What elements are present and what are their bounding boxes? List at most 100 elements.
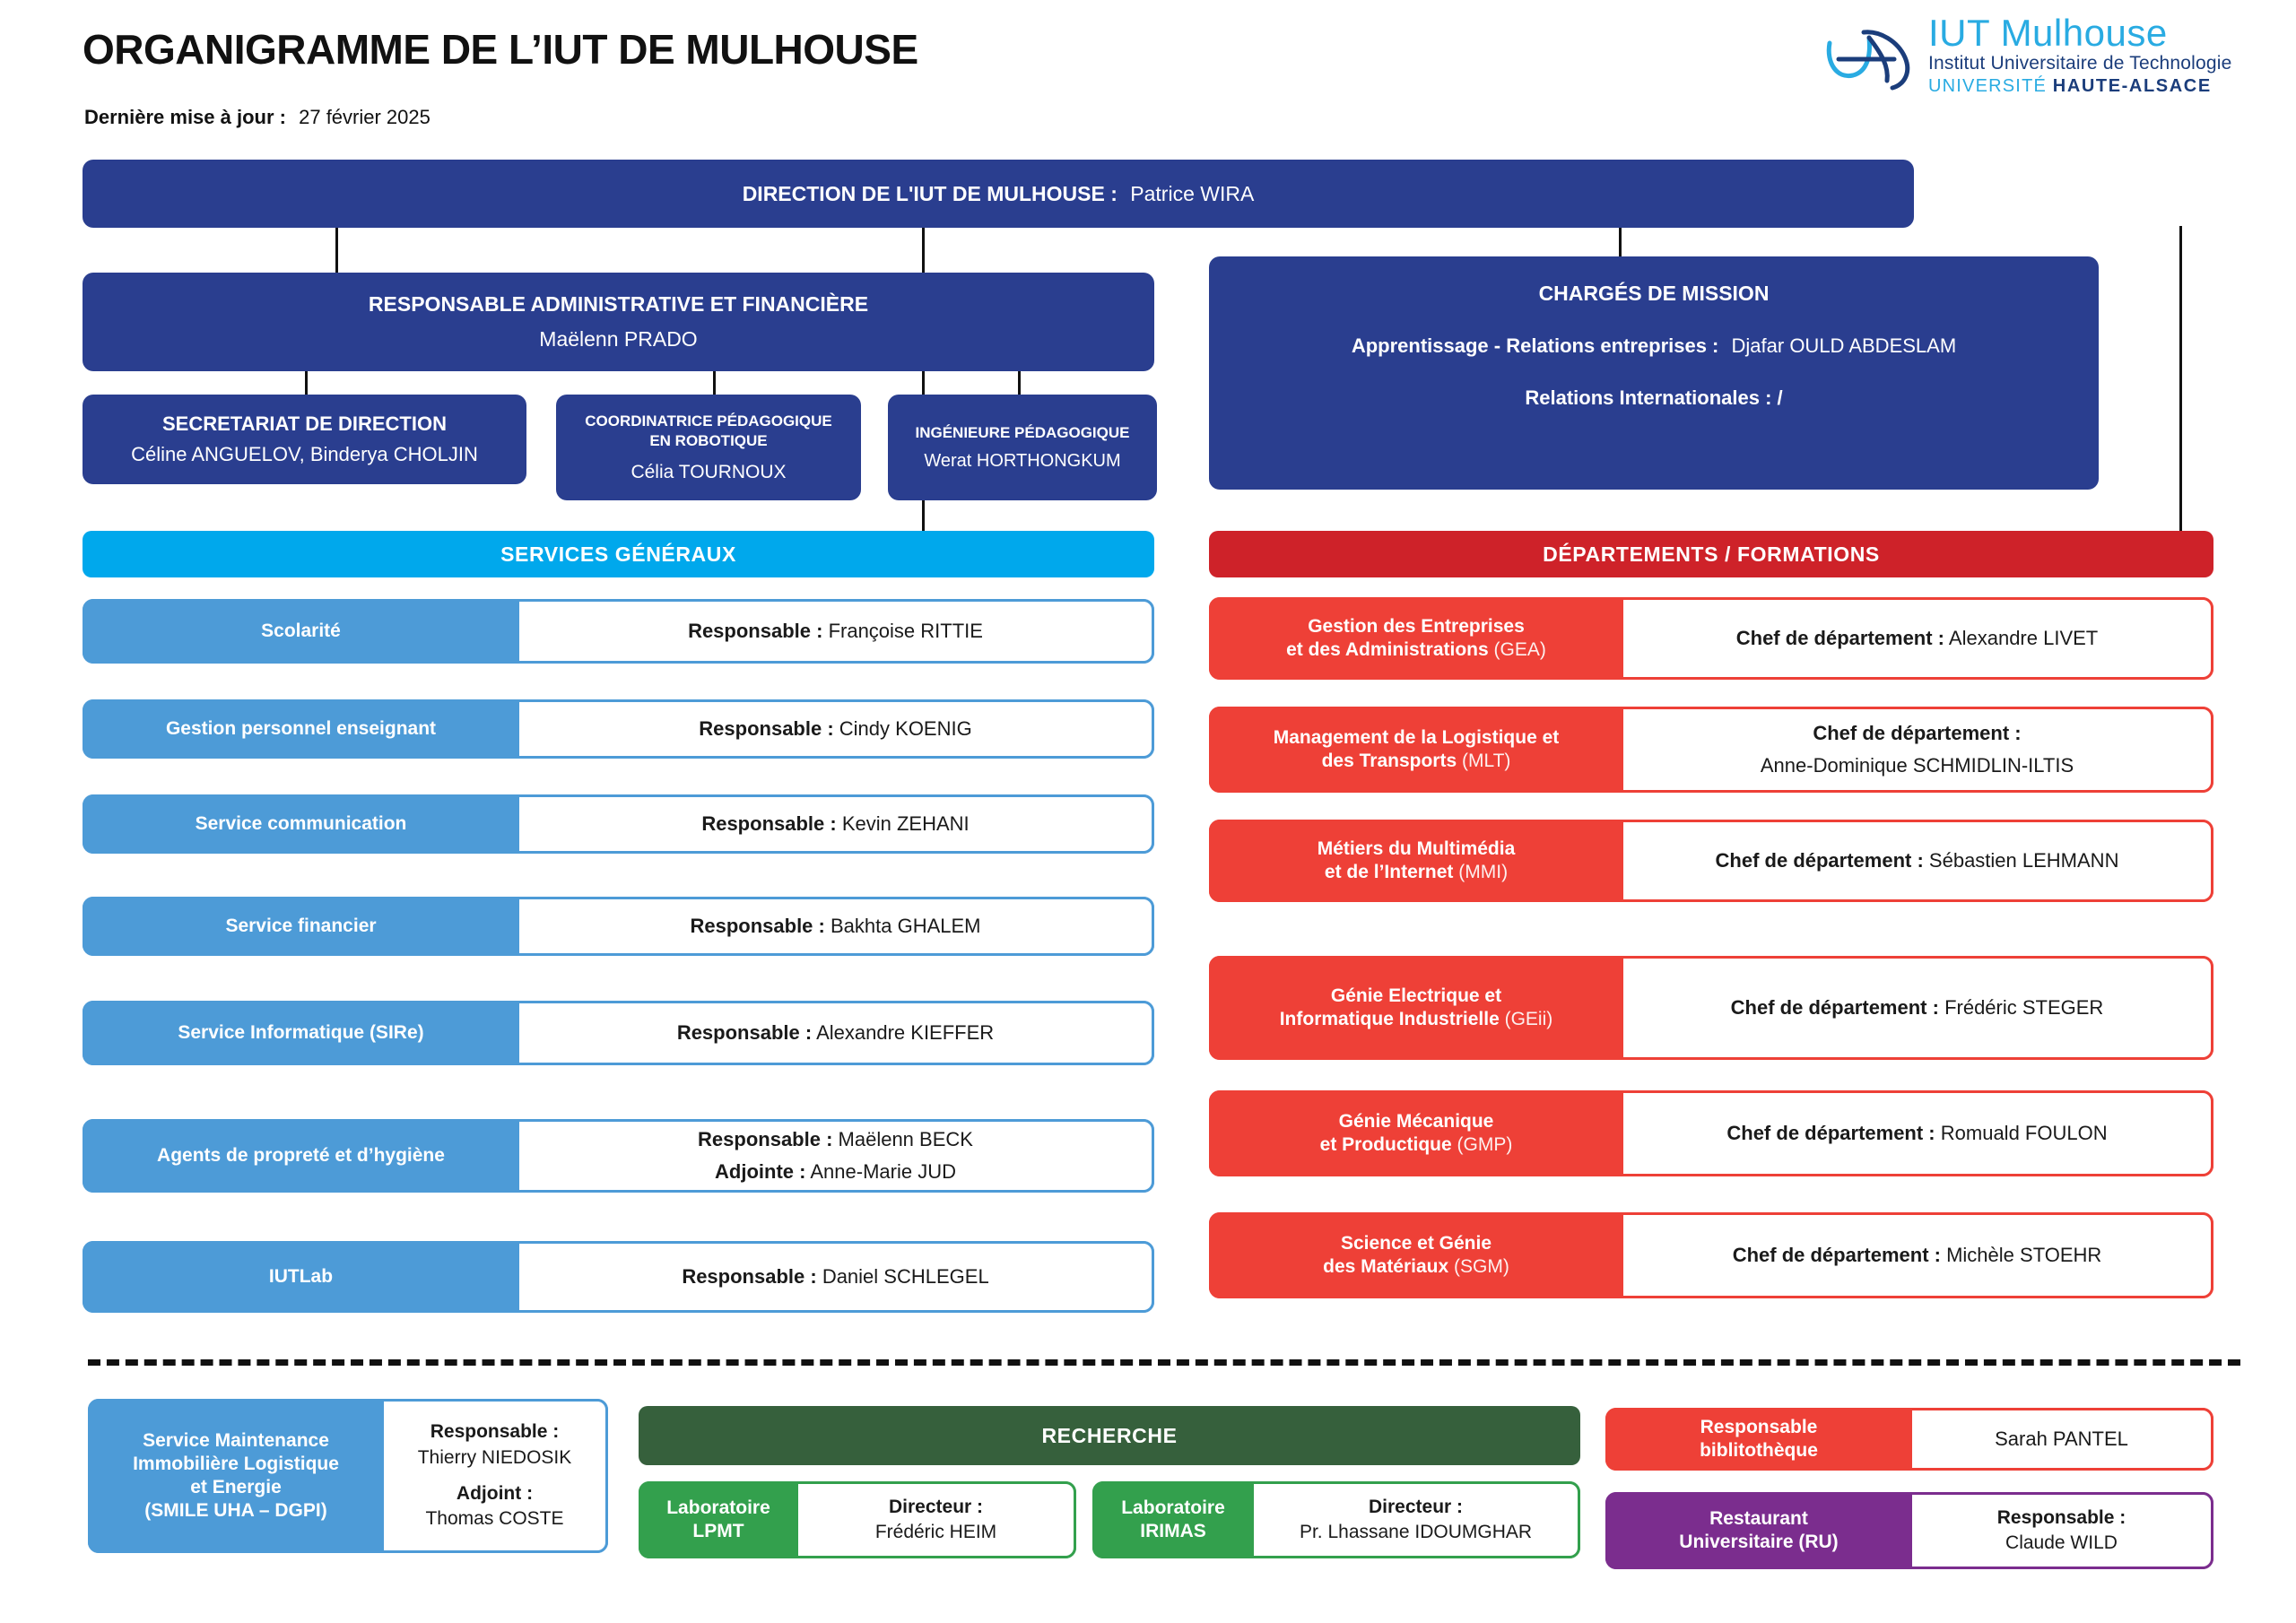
service-person-2: Anne-Marie JUD [810,1160,956,1183]
connector-raf-to-services [922,226,925,531]
service-person: Cindy KOENIG [839,717,972,741]
coordinatrice-title: COORDINATRICE PÉDAGOGIQUE EN ROBOTIQUE [585,412,832,449]
department-value: Chef de département : Frédéric STEGER [1623,956,2213,1060]
logo: IUT Mulhouse Institut Universitaire de T… [1822,11,2271,105]
department-abbr: (GMP) [1457,1134,1513,1155]
department-role: Chef de département : [1732,1244,1941,1267]
department-name: Management de la Logistique et des Trans… [1273,726,1560,771]
service-value: Responsable : Maëlenn BECK Adjointe : An… [519,1119,1154,1193]
department-row-mmi[interactable]: Métiers du Multimédia et de l’Internet (… [1209,820,2213,902]
logo-university: UNIVERSITÉ HAUTE-ALSACE [1928,75,2274,98]
department-label: Gestion des Entreprises et des Administr… [1209,597,1623,680]
department-row-mlt[interactable]: Management de la Logistique et des Trans… [1209,707,2213,793]
service-value: Responsable : Cindy KOENIG [519,699,1154,759]
service-person: Maëlenn BECK [838,1128,973,1151]
service-person: Alexandre KIEFFER [816,1021,995,1045]
smile-role: Responsable : [430,1421,560,1443]
last-update-label: Dernière mise à jour : [84,106,286,128]
page-title: ORGANIGRAMME DE L’IUT DE MULHOUSE [83,26,918,73]
service-role: Responsable : [698,1128,833,1151]
service-value: Responsable : Kevin ZEHANI [519,794,1154,854]
department-person: Sébastien LEHMANN [1928,849,2119,872]
secretariat-title: SECRETARIAT DE DIRECTION [162,412,447,435]
department-name: Gestion des Entreprises et des Administr… [1286,615,1525,660]
logo-title: IUT Mulhouse [1928,12,2168,54]
service-role: Responsable : [688,620,823,643]
service-row-financier[interactable]: Service financier Responsable : Bakhta G… [83,897,1154,956]
department-person: Frédéric STEGER [1944,996,2104,1020]
department-abbr: (MLT) [1461,751,1511,771]
service-value: Responsable : Daniel SCHLEGEL [519,1241,1154,1313]
mission-apprentissage-label: Apprentissage - Relations entreprises : [1351,334,1719,357]
service-role-2: Adjointe : [715,1160,806,1183]
service-value: Responsable : Alexandre KIEFFER [519,1001,1154,1065]
department-row-gmp[interactable]: Génie Mécanique et Productique (GMP) Che… [1209,1090,2213,1176]
lab-label: Laboratoire LPMT [639,1481,798,1558]
department-label: Management de la Logistique et des Trans… [1209,707,1623,793]
secretariat-box: SECRETARIAT DE DIRECTION Céline ANGUELOV… [83,395,526,484]
bibliotheque-label: Responsable biblitothèque [1605,1408,1912,1471]
raf-name: Maëlenn PRADO [539,327,698,351]
service-row-communication[interactable]: Service communication Responsable : Kevi… [83,794,1154,854]
department-value: Chef de département : Sébastien LEHMANN [1623,820,2213,902]
secretariat-name: Céline ANGUELOV, Binderya CHOLJIN [131,443,478,465]
department-abbr: (GEii) [1504,1009,1553,1029]
department-role: Chef de département : [1735,627,1945,650]
department-role: Chef de département : [1813,722,2022,745]
smile-row[interactable]: Service Maintenance Immobilière Logistiq… [88,1399,608,1553]
service-label: Scolarité [83,599,519,664]
recherche-header: RECHERCHE [639,1406,1580,1465]
logo-university-light: UNIVERSITÉ [1928,76,2053,97]
coordinatrice-name: Célia TOURNOUX [631,462,787,483]
service-person: Kevin ZEHANI [841,812,970,836]
smile-value: Responsable : Thierry NIEDOSIK Adjoint :… [384,1399,608,1553]
department-label: Science et Génie des Matériaux (SGM) [1209,1212,1623,1298]
department-row-sgm[interactable]: Science et Génie des Matériaux (SGM) Che… [1209,1212,2213,1298]
service-role: Responsable : [701,812,837,836]
lab-row-lpmt[interactable]: Laboratoire LPMT Directeur : Frédéric HE… [639,1481,1076,1558]
smile-person: Thierry NIEDOSIK [417,1446,572,1468]
bibliotheque-person: Sarah PANTEL [1995,1428,2128,1451]
service-row-proprete[interactable]: Agents de propreté et d’hygiène Responsa… [83,1119,1154,1193]
service-value: Responsable : Bakhta GHALEM [519,897,1154,956]
service-row-gestion-personnel[interactable]: Gestion personnel enseignant Responsable… [83,699,1154,759]
service-role: Responsable : [676,1021,813,1045]
service-row-scolarite[interactable]: Scolarité Responsable : Françoise RITTIE [83,599,1154,664]
charges-de-mission-box: CHARGÉS DE MISSION Apprentissage - Relat… [1209,256,2099,490]
direction-box: DIRECTION DE L'IUT DE MULHOUSE : Patrice… [83,160,1914,228]
department-person: Alexandre LIVET [1948,627,2099,650]
service-row-iutlab[interactable]: IUTLab Responsable : Daniel SCHLEGEL [83,1241,1154,1313]
lab-value: Directeur : Frédéric HEIM [798,1481,1076,1558]
department-row-geii[interactable]: Génie Electrique et Informatique Industr… [1209,956,2213,1060]
service-person: Bakhta GHALEM [830,915,981,938]
lab-role: Directeur : [888,1496,984,1517]
restaurant-role: Responsable : [1996,1506,2126,1528]
service-label: Service Informatique (SIRe) [83,1001,519,1065]
restaurant-person: Claude WILD [2005,1532,2118,1553]
department-name: Métiers du Multimédia et de l’Internet [1317,838,1516,882]
restaurant-row[interactable]: Restaurant Universitaire (RU) Responsabl… [1605,1492,2213,1569]
department-value: Chef de département : Michèle STOEHR [1623,1212,2213,1298]
direction-name: Patrice WIRA [1130,181,1255,205]
smile-label: Service Maintenance Immobilière Logistiq… [88,1399,384,1553]
restaurant-label: Restaurant Universitaire (RU) [1605,1492,1912,1569]
uha-monogram-icon [1826,30,1910,91]
service-role: Responsable : [699,717,834,741]
logo-university-bold: HAUTE-ALSACE [2052,76,2212,97]
lab-row-irimas[interactable]: Laboratoire IRIMAS Directeur : Pr. Lhass… [1092,1481,1580,1558]
departments-header: DÉPARTEMENTS / FORMATIONS [1209,531,2213,577]
restaurant-value: Responsable : Claude WILD [1912,1492,2213,1569]
department-role: Chef de département : [1715,849,1924,872]
department-value: Chef de département : Anne-Dominique SCH… [1623,707,2213,793]
ingenieure-name: Werat HORTHONGKUM [924,450,1121,471]
missions-title: CHARGÉS DE MISSION [1538,282,1770,305]
service-row-informatique[interactable]: Service Informatique (SIRe) Responsable … [83,1001,1154,1065]
raf-box: RESPONSABLE ADMINISTRATIVE ET FINANCIÈRE… [83,273,1154,371]
bibliotheque-row[interactable]: Responsable biblitothèque Sarah PANTEL [1605,1408,2213,1471]
coordinatrice-robotique-box: COORDINATRICE PÉDAGOGIQUE EN ROBOTIQUE C… [556,395,861,500]
department-row-gea[interactable]: Gestion des Entreprises et des Administr… [1209,597,2213,680]
smile-person-2: Thomas COSTE [425,1508,564,1530]
department-abbr: (GEA) [1493,639,1546,660]
department-role: Chef de département : [1726,1122,1935,1145]
